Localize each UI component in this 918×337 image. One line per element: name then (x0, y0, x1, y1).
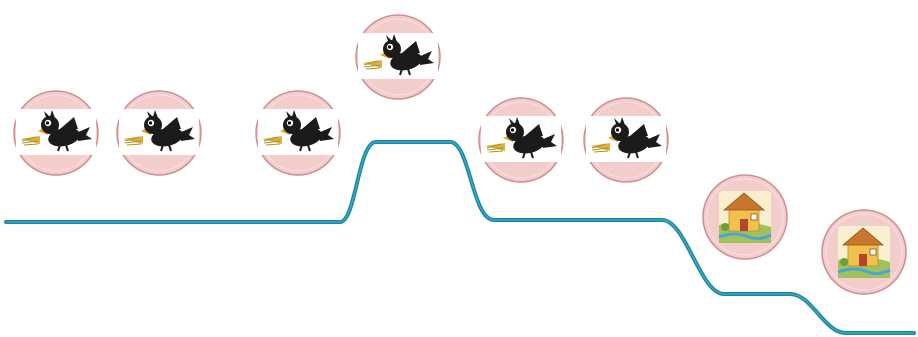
story-medallion (478, 97, 564, 183)
crow-with-grain-icon (586, 116, 666, 162)
story-medallion (116, 90, 202, 176)
story-medallion (355, 14, 441, 100)
crow-with-grain-icon (358, 33, 438, 79)
story-medallion (702, 174, 788, 260)
house-icon (837, 226, 891, 278)
story-medallion (255, 90, 341, 176)
picture-medallions (13, 14, 907, 295)
story-medallion (13, 90, 99, 176)
story-medallion (583, 97, 669, 183)
crow-with-grain-icon (16, 109, 96, 155)
story-medallion (821, 209, 907, 295)
crow-with-grain-icon (258, 109, 338, 155)
height-profile-line-highlight (5, 141, 915, 334)
crow-with-grain-icon (119, 109, 199, 155)
house-icon (718, 191, 772, 243)
crow-with-grain-icon (481, 116, 561, 162)
